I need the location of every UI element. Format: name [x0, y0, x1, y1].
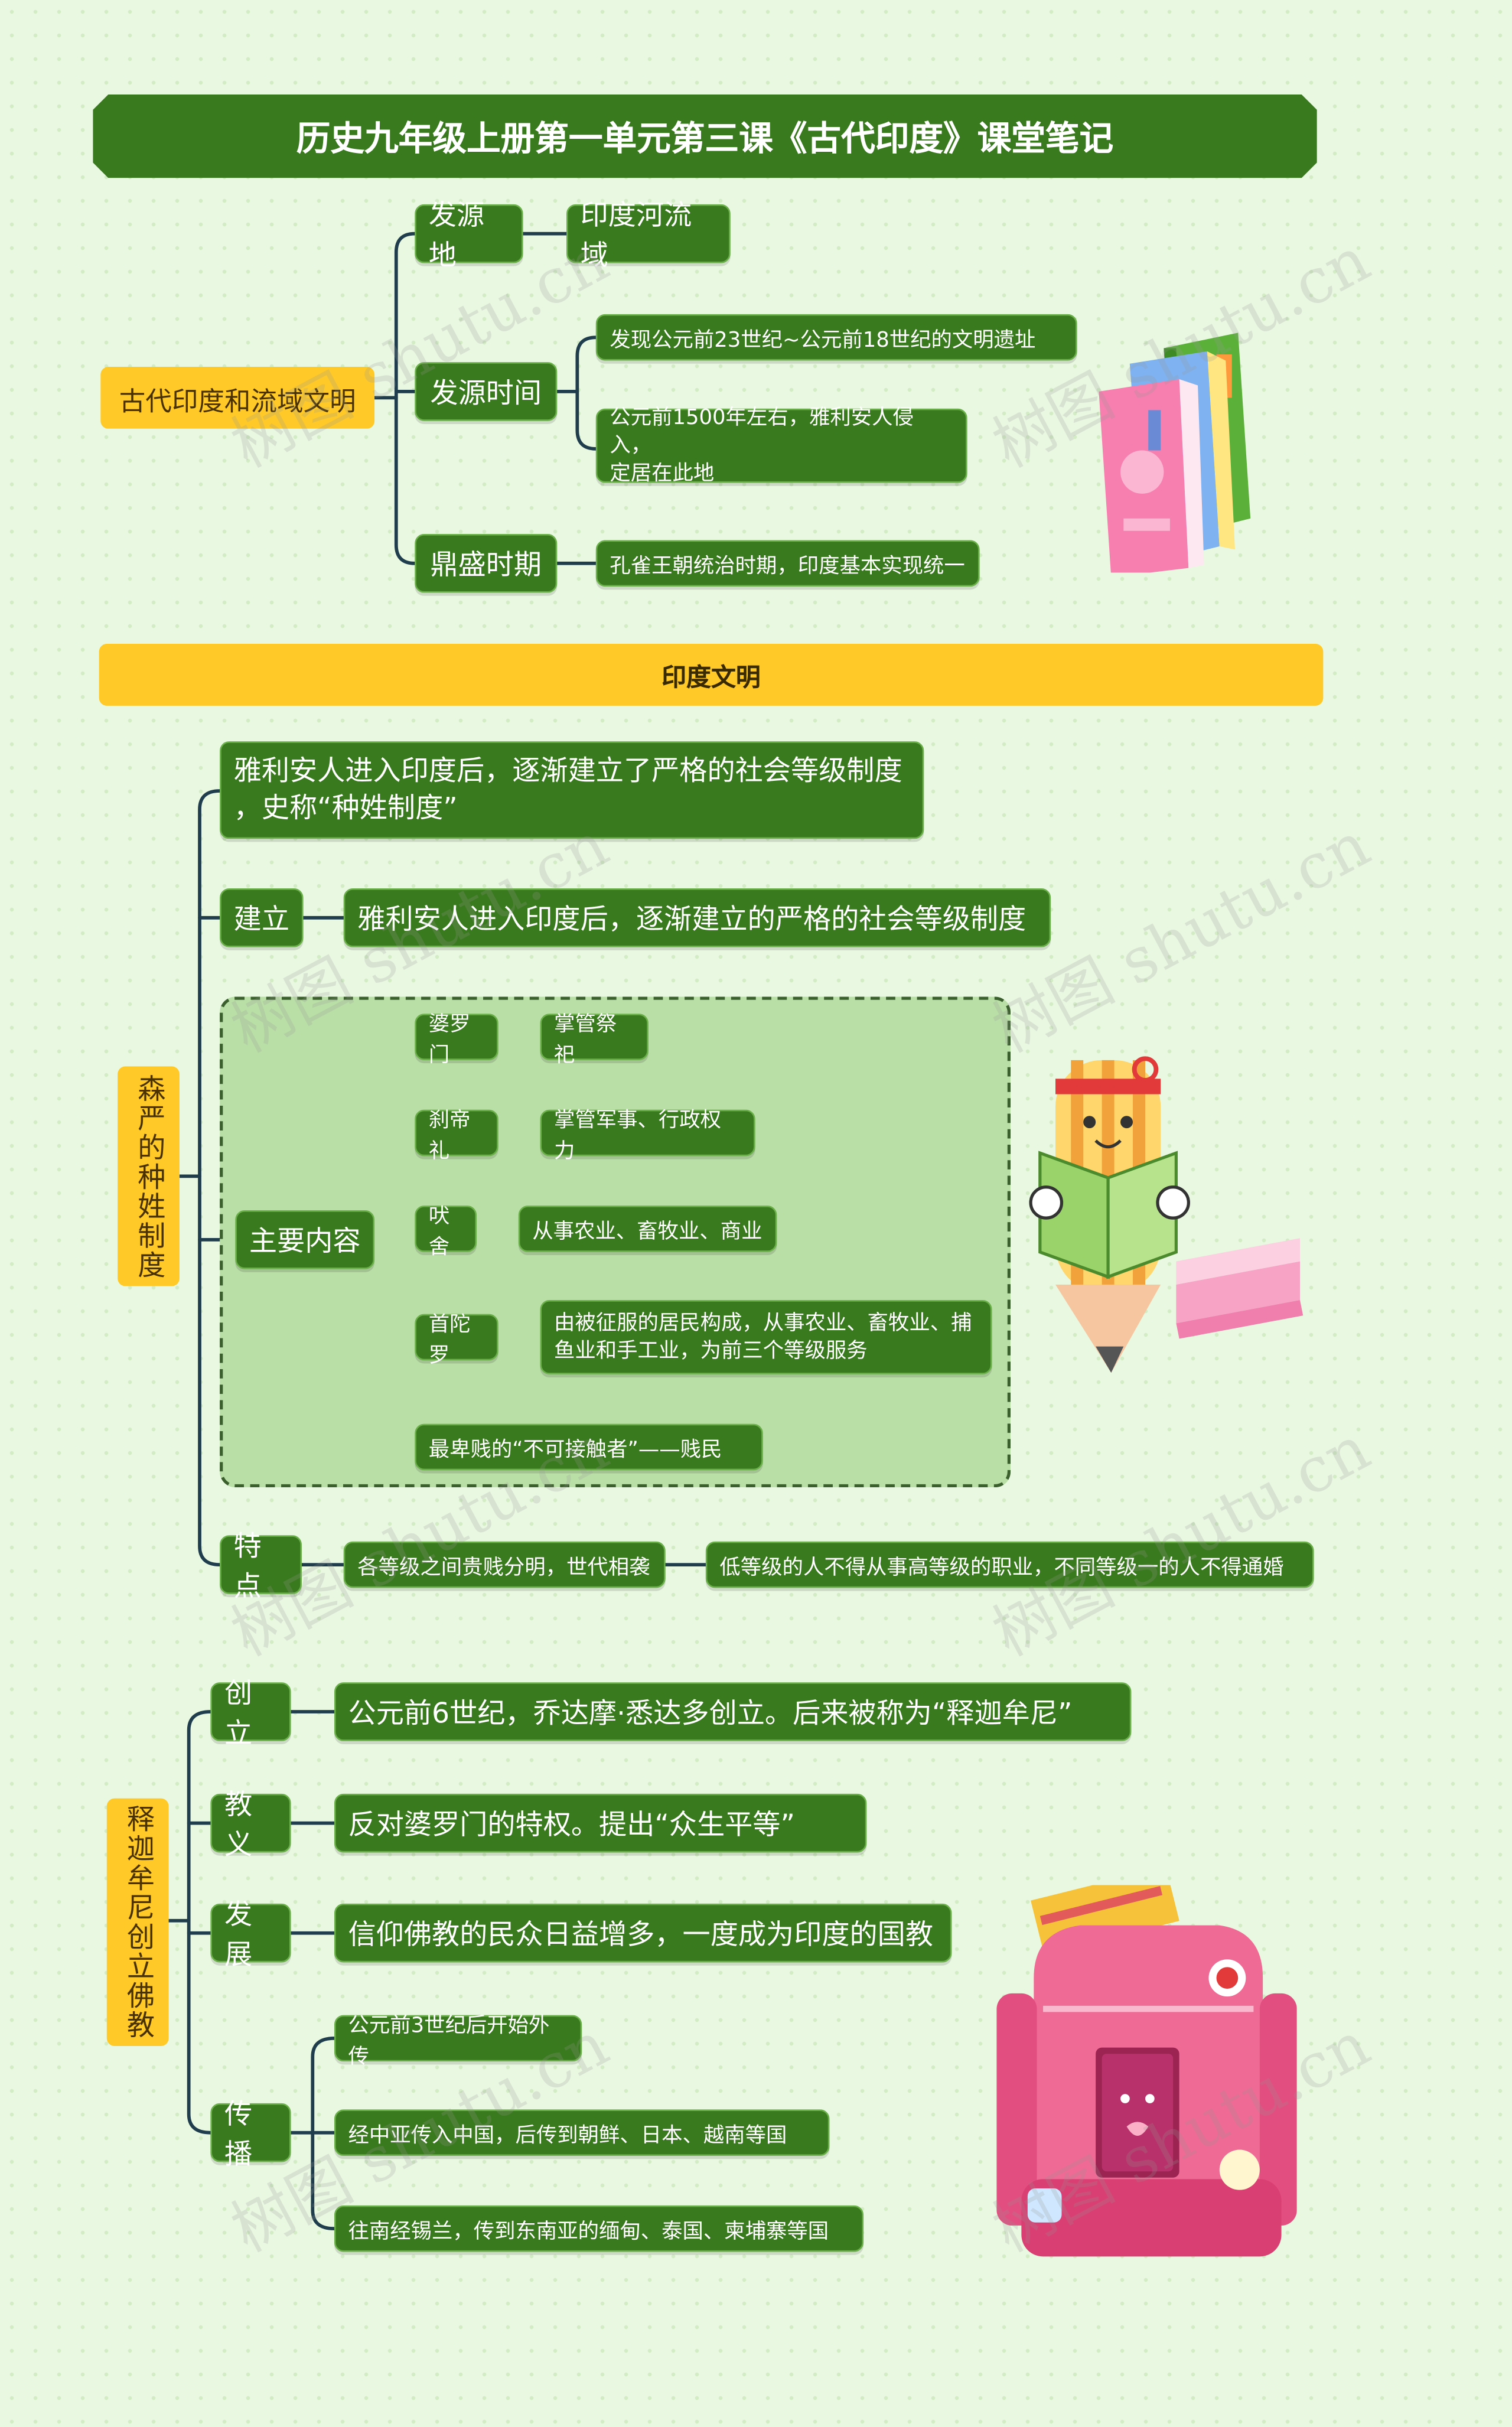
node-time-item-2: 公元前1500年左右，雅利安人侵入， 定居在此地 — [595, 406, 967, 486]
root-ancient-india: 古代印度和流域文明 — [100, 367, 375, 429]
node-buddhism-founding-value: 公元前6世纪，乔达摩·悉达多创立。后来被称为“释迦牟尼” — [334, 1682, 1132, 1741]
pencil-illustration — [1029, 1056, 1304, 1373]
node-origin-label: 发源地 — [415, 200, 523, 272]
node-caste-kshatriya: 刹帝礼 — [415, 1108, 498, 1164]
node-buddhism-founding-label: 创立 — [210, 1677, 291, 1751]
node-spread-item-1: 公元前3世纪后开始外传 — [334, 2014, 582, 2069]
node-found-label: 建立 — [220, 888, 304, 947]
node-time-label: 发源时间 — [415, 362, 558, 421]
node-spread-item-3: 往南经锡兰，传到东南亚的缅甸、泰国、柬埔寨等国 — [334, 2205, 864, 2252]
node-time-item-1: 发现公元前23世纪~公元前18世纪的文明遗址 — [595, 314, 1077, 361]
node-peak-value: 孔雀王朝统治时期，印度基本实现统一 — [595, 540, 980, 587]
node-caste-brahmin: 婆罗门 — [415, 1012, 498, 1068]
node-found-value: 雅利安人进入印度后，逐渐建立的严格的社会等级制度 — [343, 888, 1051, 947]
node-feature-label: 特点 — [220, 1530, 302, 1604]
node-spread-item-2: 经中亚传入中国，后传到朝鲜、日本、越南等国 — [334, 2109, 830, 2156]
node-caste-intro: 雅利安人进入印度后，逐渐建立了严格的社会等级制度 ，史称“种姓制度” — [220, 741, 924, 839]
node-caste-shudra: 首陀罗 — [415, 1312, 498, 1368]
node-caste-kshatriya-desc: 掌管军事、行政权力 — [540, 1108, 755, 1164]
node-origin-value: 印度河流域 — [566, 200, 731, 272]
section-bar-india-civilization: 印度文明 — [99, 644, 1324, 706]
books-illustration — [1099, 333, 1251, 573]
node-content-label: 主要内容 — [235, 1210, 375, 1269]
node-caste-vaishya-desc: 从事农业、畜牧业、商业 — [518, 1206, 777, 1252]
node-feature-1: 各等级之间贵贱分明，世代相袭 — [343, 1541, 666, 1588]
node-feature-2: 低等级的人不得从事高等级的职业，不同等级一的人不得通婚 — [705, 1541, 1314, 1588]
node-buddhism-doctrine-value: 反对婆罗门的特权。提出“众生平等” — [334, 1793, 867, 1853]
node-buddhism-development-label: 发展 — [210, 1899, 291, 1972]
root-buddhism: 释迦牟尼创立佛教 — [106, 1798, 169, 2046]
page-title: 历史九年级上册第一单元第三课《古代印度》课堂笔记 — [93, 95, 1317, 178]
node-caste-vaishya: 吠舍 — [415, 1204, 477, 1260]
node-peak-label: 鼎盛时期 — [415, 533, 558, 593]
node-buddhism-development-value: 信仰佛教的民众日益增多，一度成为印度的国教 — [334, 1903, 952, 1963]
node-caste-brahmin-desc: 掌管祭祀 — [540, 1012, 649, 1068]
backpack-illustration — [996, 1885, 1297, 2257]
node-buddhism-doctrine-label: 教义 — [210, 1789, 291, 1862]
node-caste-shudra-desc: 由被征服的居民构成，从事农业、畜牧业、捕 鱼业和手工业，为前三个等级服务 — [540, 1300, 992, 1374]
node-untouchables: 最卑贱的“不可接触者”——贱民 — [415, 1423, 763, 1471]
root-caste-system: 森严的种姓制度 — [118, 1066, 180, 1286]
node-buddhism-spread-label: 传播 — [210, 2099, 291, 2171]
